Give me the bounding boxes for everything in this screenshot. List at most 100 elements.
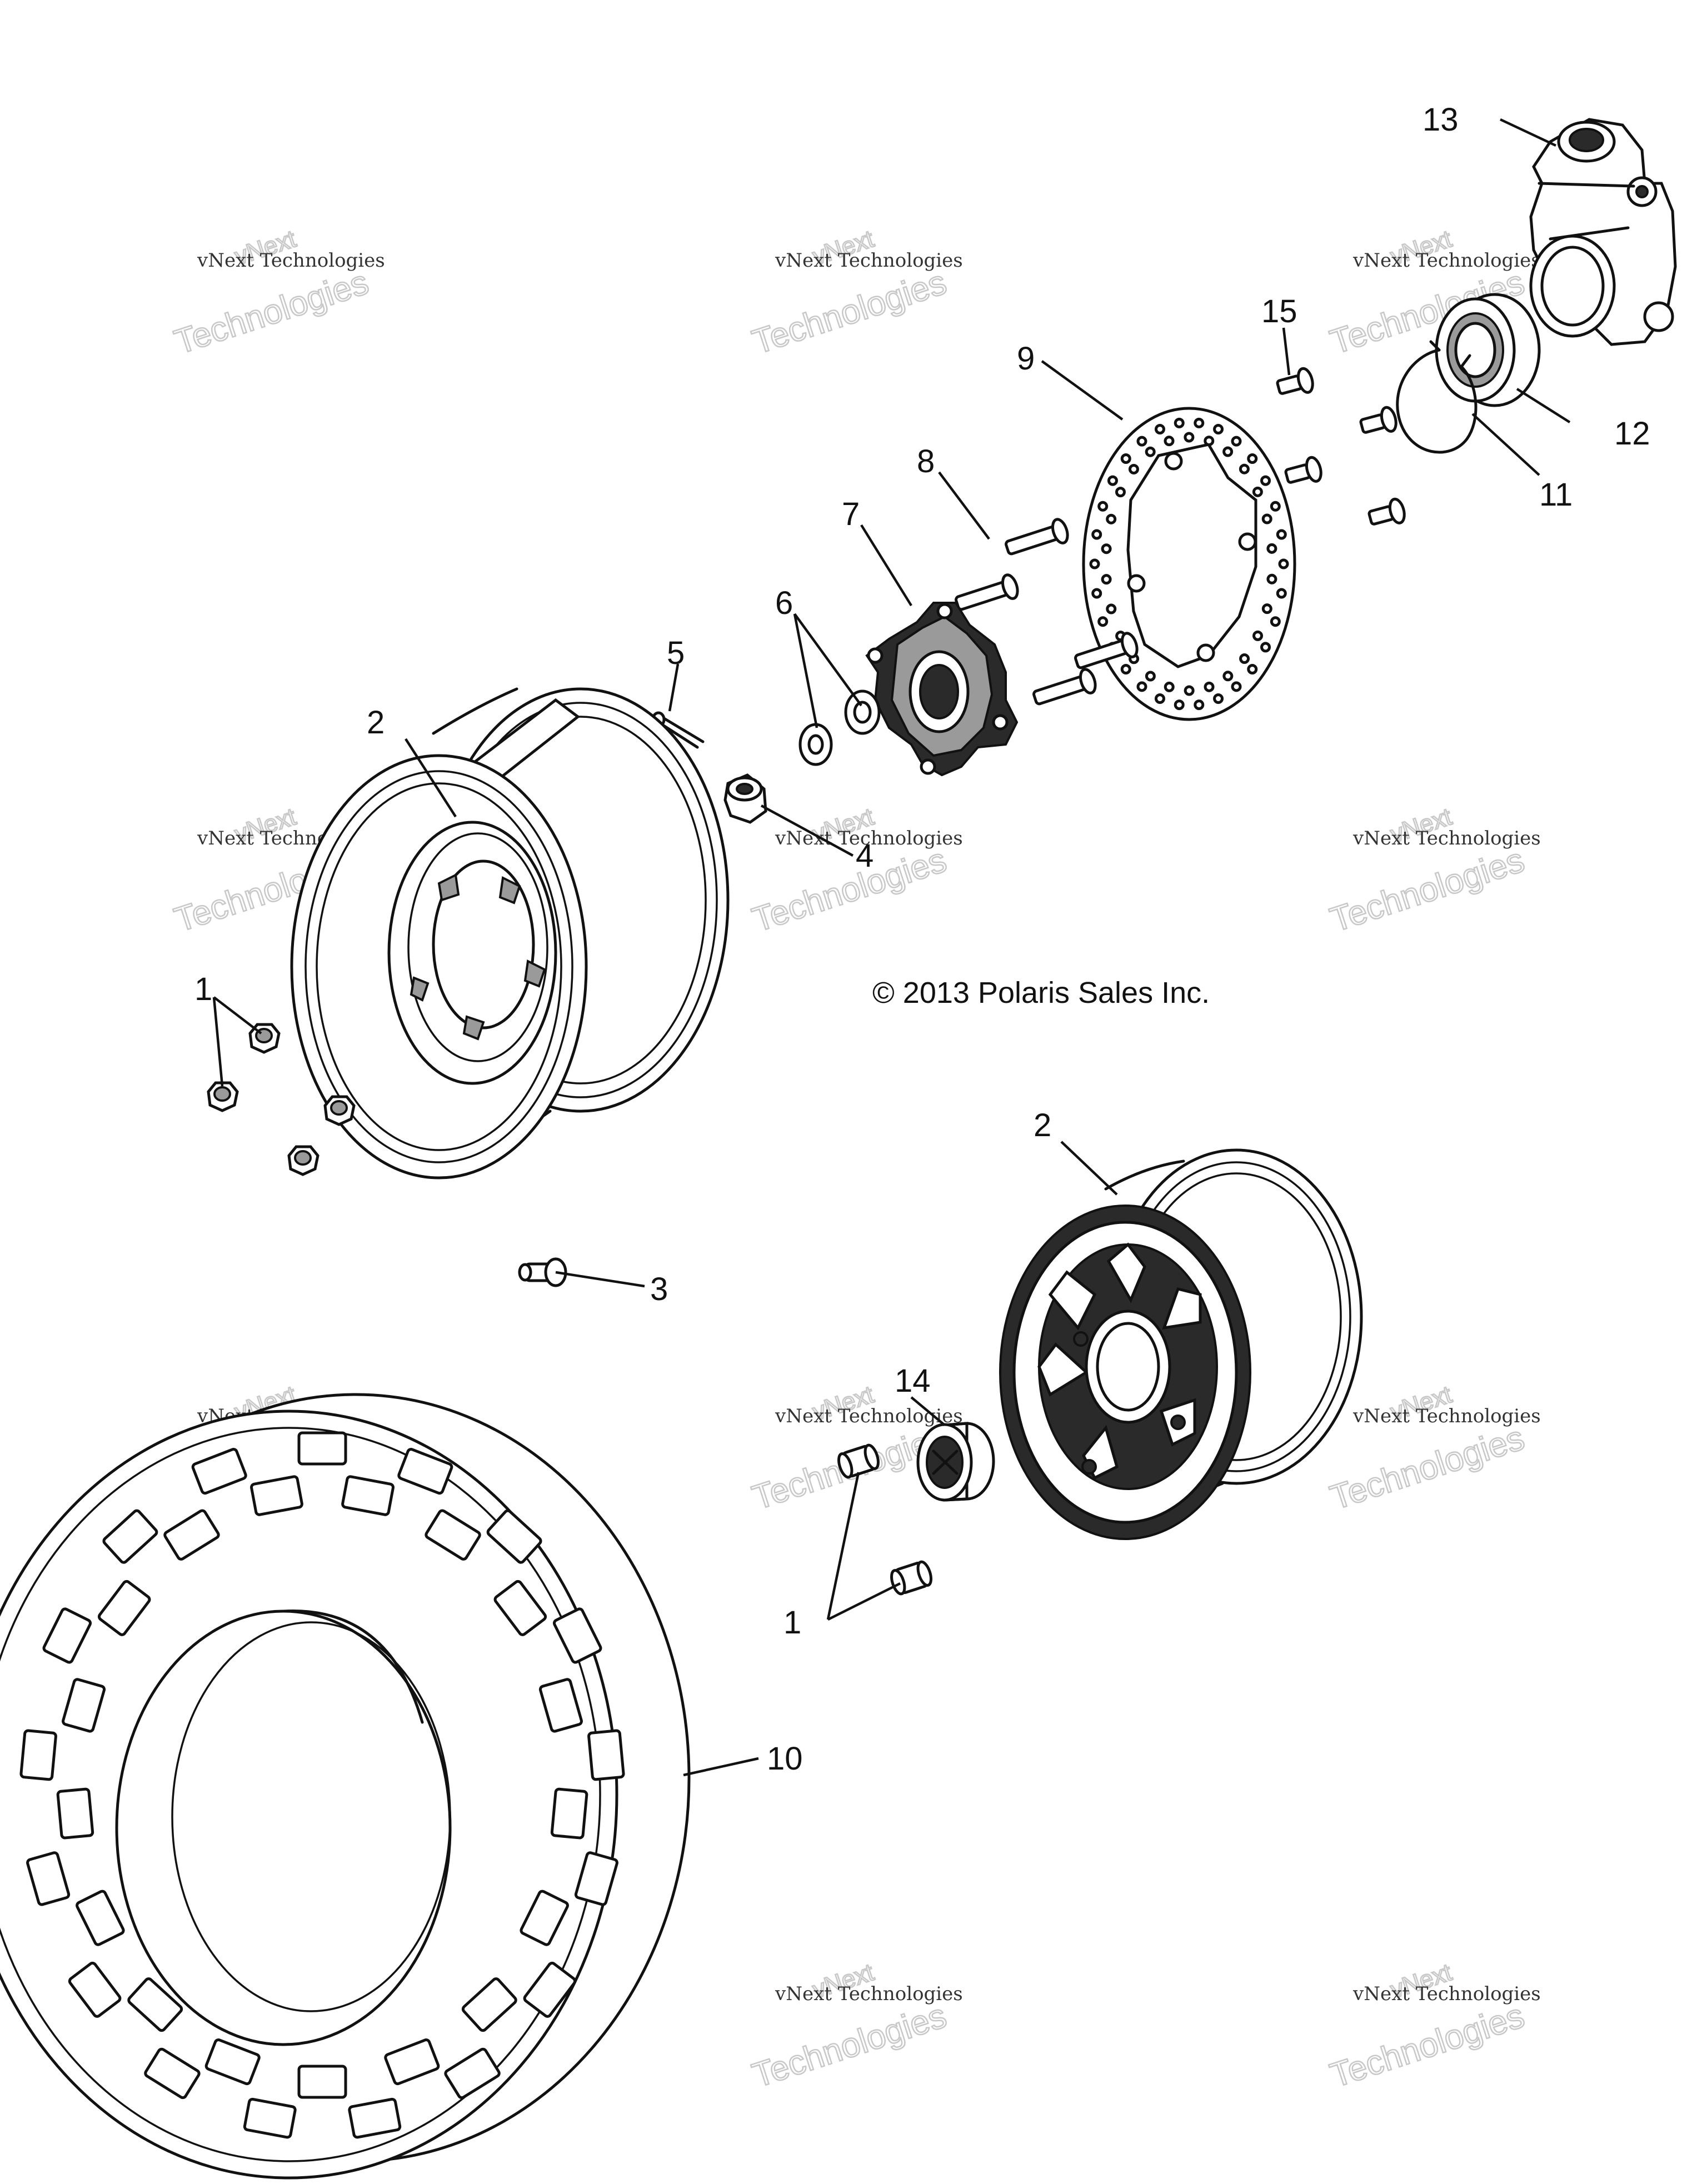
- screw[interactable]: [1275, 367, 1315, 399]
- disc-hole: [1276, 588, 1287, 599]
- part-8-wheel-studs[interactable]: [954, 517, 1140, 709]
- watermark-outline-big: Technologies: [1326, 1996, 1529, 2095]
- callout-1-lower: 1: [783, 1605, 801, 1641]
- disc-hole: [1136, 681, 1147, 692]
- tread-block: [550, 1787, 588, 1840]
- stud[interactable]: [1073, 631, 1140, 673]
- tread-block: [62, 1678, 106, 1733]
- watermark-outline-big: Technologies: [748, 841, 951, 939]
- disc-hole: [1204, 681, 1215, 692]
- disc-hole: [1252, 486, 1263, 497]
- disc-hole: [1106, 513, 1117, 524]
- disc-hole: [1213, 693, 1224, 704]
- watermark-outline-big: Technologies: [170, 263, 373, 361]
- tread-block: [68, 1961, 122, 2018]
- disc-hole: [1091, 529, 1102, 540]
- part-15-brake-disc-screws[interactable]: [1275, 367, 1406, 530]
- callout-10: 10: [767, 1741, 803, 1777]
- disc-hole: [1154, 693, 1165, 704]
- disc-hole: [1261, 603, 1272, 614]
- tread-block: [552, 1607, 602, 1664]
- part-2-steel-wheel[interactable]: [290, 687, 730, 1180]
- callout-5: 5: [667, 635, 685, 671]
- tread-block: [144, 2047, 201, 2100]
- watermark-outline-big: Technologies: [1326, 1418, 1529, 1517]
- brake-disc-holes: [1089, 417, 1289, 711]
- watermark-outline-big: Technologies: [1326, 841, 1529, 939]
- disc-hole: [1184, 432, 1195, 443]
- tread-block: [341, 1475, 395, 1516]
- disc-hole: [1260, 475, 1271, 486]
- part-9-brake-disc[interactable]: [1082, 407, 1296, 721]
- callout-15: 15: [1261, 293, 1297, 329]
- disc-hole: [1101, 543, 1112, 554]
- callout-11: 11: [1539, 477, 1573, 513]
- watermark-text: vNext Technologies: [1352, 249, 1541, 272]
- disc-hole: [1194, 699, 1205, 711]
- stud[interactable]: [1004, 517, 1070, 559]
- disc-hole: [1204, 436, 1215, 447]
- disc-hole: [1174, 417, 1185, 428]
- disc-hole: [1252, 630, 1264, 641]
- callout-8: 8: [917, 443, 935, 479]
- watermark-text: vNext Technologies: [1352, 1405, 1541, 1427]
- part-1-lug-nuts-upper[interactable]: [207, 1023, 356, 1176]
- part-14-center-cap[interactable]: [916, 1422, 995, 1502]
- disc-hole: [1213, 423, 1224, 434]
- tread-block: [523, 1961, 577, 2018]
- callout-4: 4: [856, 838, 874, 874]
- part-10-tire[interactable]: [0, 1393, 691, 2180]
- disc-hole: [1276, 529, 1287, 540]
- tread-block: [384, 2038, 440, 2086]
- disc-hole: [1097, 616, 1109, 627]
- disc-hole: [1239, 653, 1250, 664]
- lug-nut[interactable]: [207, 1081, 239, 1112]
- watermark-tile-9: vNext Technologies vNext Technologies: [1325, 1380, 1541, 1518]
- tread-block: [520, 1890, 569, 1946]
- tread-block: [42, 1607, 92, 1664]
- tread-block: [297, 2065, 347, 2099]
- disc-hole: [1128, 463, 1139, 474]
- lug-nut[interactable]: [889, 1560, 934, 1596]
- lug-nut[interactable]: [287, 1145, 320, 1176]
- lug-nut[interactable]: [836, 1443, 881, 1479]
- part-2-alloy-wheel[interactable]: [999, 1148, 1363, 1540]
- tread-block: [204, 2038, 261, 2086]
- watermark-tile-11: vNext Technologies vNext Technologies: [747, 1958, 963, 2096]
- disc-hole: [1115, 487, 1126, 498]
- tread-block: [538, 1678, 583, 1733]
- callout-3: 3: [650, 1271, 668, 1307]
- part-13-steering-knuckle[interactable]: [1529, 118, 1677, 346]
- screw[interactable]: [1359, 406, 1398, 438]
- stud[interactable]: [954, 573, 1020, 615]
- part-1-lug-nuts-lower[interactable]: [836, 1443, 934, 1596]
- disc-hole: [1107, 475, 1118, 486]
- part-12-bearing[interactable]: [1435, 293, 1541, 407]
- callout-12: 12: [1614, 416, 1650, 452]
- screw[interactable]: [1284, 456, 1323, 488]
- callouts: 13 15 12 11 9 8 7 6 5 4 2 1 3 2 14 1 10: [194, 102, 1650, 1777]
- screw[interactable]: [1367, 497, 1406, 530]
- disc-hole: [1278, 558, 1289, 569]
- part-4-castle-nut[interactable]: [723, 773, 767, 824]
- tread-block: [163, 1509, 220, 1561]
- watermark-text: vNext Technologies: [775, 1405, 963, 1427]
- part-6-washers[interactable]: [798, 689, 881, 766]
- disc-hole: [1136, 436, 1147, 447]
- part-7-wheel-hub[interactable]: [865, 602, 1019, 777]
- stud[interactable]: [1031, 667, 1098, 709]
- tread-block: [486, 1509, 542, 1564]
- watermark-text: vNext Technologies: [1352, 827, 1541, 849]
- disc-hole: [1266, 573, 1277, 584]
- disc-hole: [1260, 642, 1271, 653]
- tread-block: [191, 1448, 247, 1495]
- watermark-tile-6: vNext Technologies vNext Technologies: [1325, 802, 1541, 940]
- lug-nut[interactable]: [323, 1095, 356, 1126]
- watermark-tile-2: vNext Technologies vNext Technologies: [747, 224, 963, 362]
- disc-hole: [1091, 588, 1102, 599]
- disc-hole: [1270, 501, 1281, 512]
- copyright-text: © 2013 Polaris Sales Inc.: [872, 976, 1210, 1009]
- disc-hole: [1164, 681, 1175, 692]
- part-11-snap-ring[interactable]: [1396, 340, 1478, 454]
